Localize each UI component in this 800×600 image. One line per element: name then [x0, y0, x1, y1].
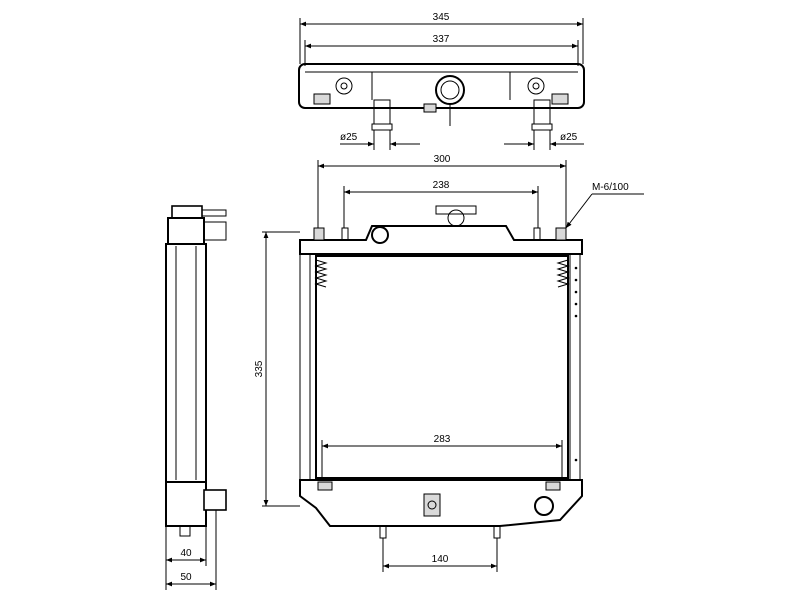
- front-side-frame-left: [299, 253, 311, 481]
- front-side-frame-right: [569, 253, 581, 481]
- front-inlet-pipe-icon: [371, 226, 389, 244]
- dim-label-140: 140: [432, 554, 449, 565]
- side-lower-pipe: [203, 489, 227, 511]
- side-body: [165, 243, 207, 483]
- dim-label-238: 238: [433, 180, 450, 191]
- side-drain: [179, 525, 191, 537]
- thread-spec-leader: [565, 193, 593, 229]
- top-mount-hole-right: [527, 77, 545, 95]
- front-drain-plug: [423, 493, 441, 517]
- front-spring-right: [556, 259, 570, 288]
- front-pin-right: [533, 227, 541, 241]
- dim-label-337: 337: [433, 34, 450, 45]
- dim-label-345: 345: [433, 12, 450, 23]
- dim-label-dia-right: ø25: [560, 132, 578, 143]
- front-bottom-bracket-left: [317, 481, 333, 491]
- top-pipe-left-flange: [371, 123, 393, 131]
- top-bracket-center: [423, 103, 437, 113]
- top-mount-hole-left-inner: [340, 82, 348, 90]
- front-frame-rivets: [574, 266, 578, 462]
- thread-spec-label: M-6/100: [592, 182, 629, 193]
- top-filler-cap-inner: [440, 80, 460, 100]
- front-drain-plug-icon: [427, 500, 437, 510]
- top-bracket-right: [551, 93, 569, 105]
- top-pipe-right-flange: [531, 123, 553, 131]
- front-cap-icon: [447, 209, 465, 227]
- top-mount-hole-left: [335, 77, 353, 95]
- dim-label-dia-left: ø25: [340, 132, 358, 143]
- dim-label-40: 40: [180, 548, 192, 559]
- front-outlet-pipe-icon: [534, 496, 554, 516]
- front-stud-left: [313, 227, 325, 241]
- dim-label-300: 300: [434, 154, 451, 165]
- front-stud-right: [555, 227, 567, 241]
- front-bottom-pin-right: [493, 525, 501, 539]
- top-filler-cap-icon: [435, 75, 465, 105]
- front-core: [315, 255, 569, 479]
- front-spring-left: [314, 259, 328, 288]
- dim-label-335: 335: [254, 360, 265, 377]
- front-top-tank: [299, 225, 583, 255]
- top-tank-outline: [298, 63, 585, 109]
- side-view: 40 50: [165, 205, 227, 590]
- side-upper-pipe: [203, 221, 227, 241]
- front-bottom-pin-left: [379, 525, 387, 539]
- front-view: 300 238 M-6/100: [254, 154, 644, 572]
- dim-label-50: 50: [180, 572, 192, 583]
- side-overflow-tube: [201, 209, 227, 217]
- front-bottom-bracket-right: [545, 481, 561, 491]
- side-bottom-tank: [165, 481, 207, 527]
- top-view: 345 337 ø25: [298, 12, 585, 150]
- top-pipe-left: [373, 99, 391, 125]
- top-pipe-right: [533, 99, 551, 125]
- top-bracket-left: [313, 93, 331, 105]
- dim-label-283: 283: [434, 434, 451, 445]
- front-cap-top: [435, 205, 477, 215]
- front-pin-left: [341, 227, 349, 241]
- side-top-tank: [167, 217, 205, 245]
- top-mount-hole-right-inner: [532, 82, 540, 90]
- front-bottom-tank: [299, 479, 583, 527]
- side-cap: [171, 205, 203, 219]
